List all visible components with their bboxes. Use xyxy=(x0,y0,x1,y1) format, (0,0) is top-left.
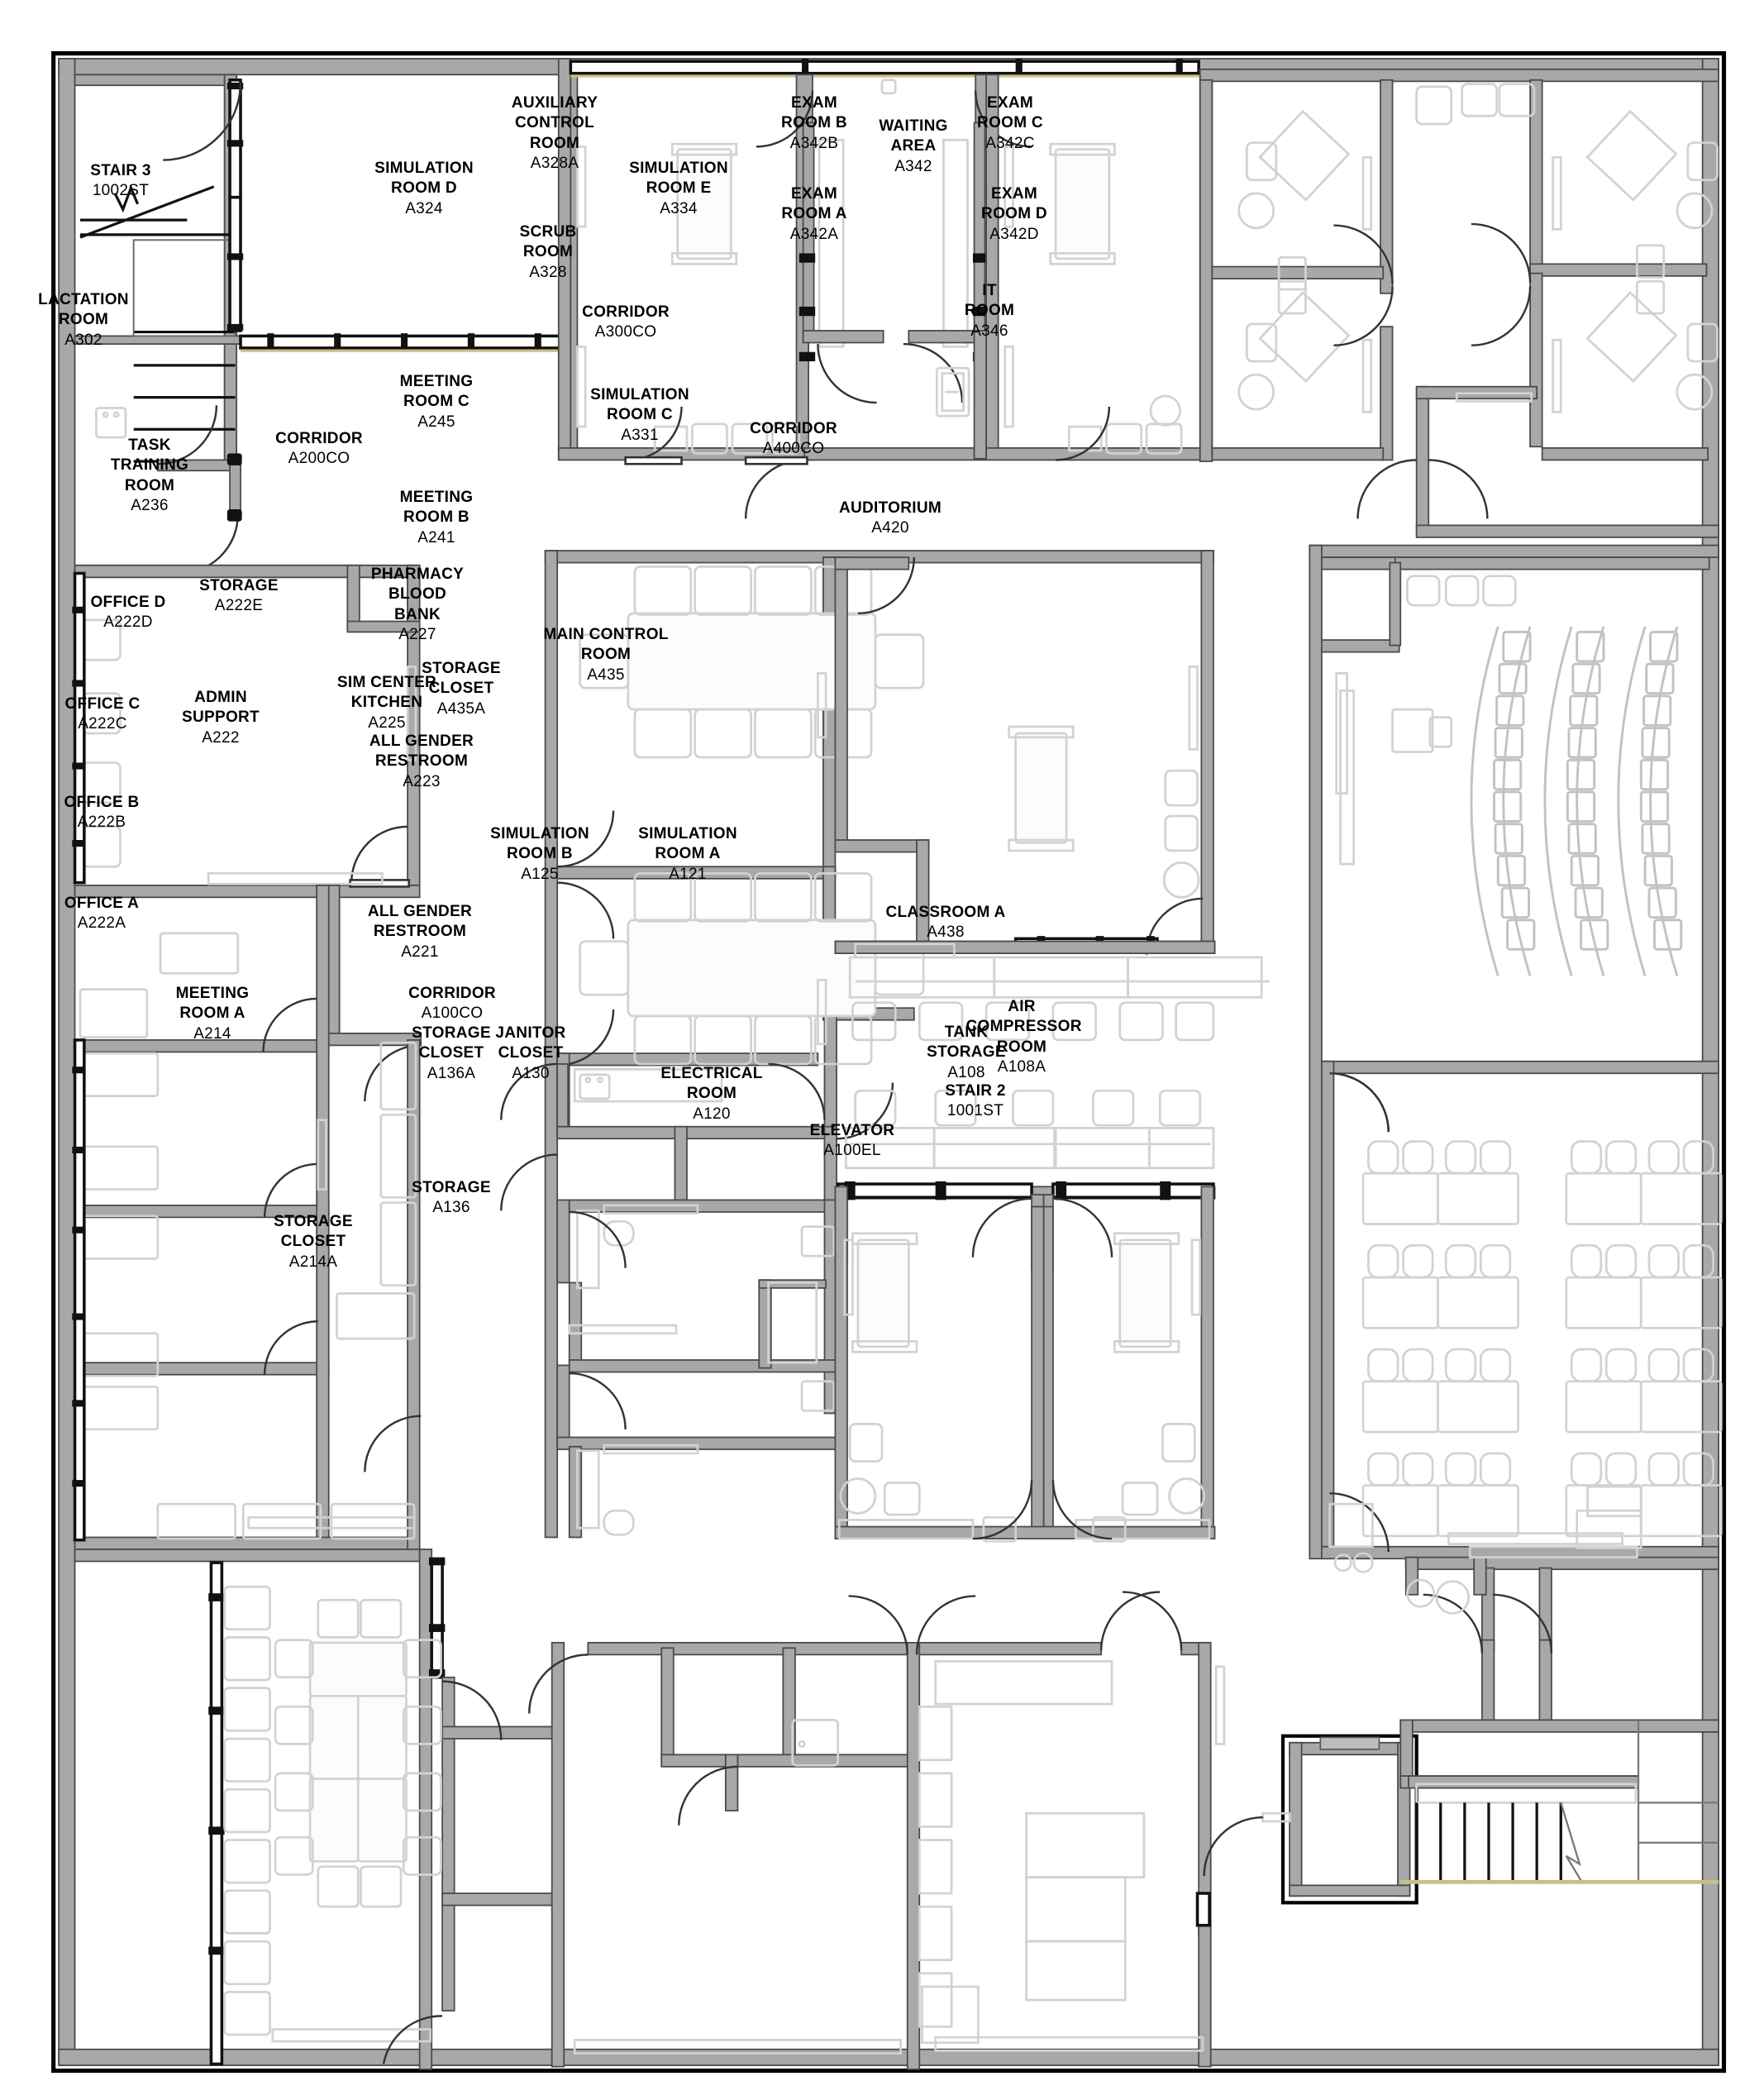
exam-b-furniture xyxy=(1237,109,1373,291)
stair3-treads xyxy=(79,184,236,463)
mechanical-zone xyxy=(1399,1545,1719,1883)
classroom-a-chairs xyxy=(1367,1140,1714,1487)
offices-zone xyxy=(72,884,422,1550)
auditorium-zone xyxy=(1320,556,1719,1133)
stair3-zone xyxy=(74,74,397,579)
support-rooms-zone xyxy=(500,1052,894,1539)
admin-storage-units xyxy=(336,1041,417,1340)
top-corridor-glass xyxy=(239,333,563,352)
waiting-chairs xyxy=(1415,83,1536,126)
exam-waiting-zone xyxy=(1199,68,1719,538)
task-training-zone xyxy=(72,564,421,899)
bottom-window-band xyxy=(1400,1879,1719,1884)
task-training-chairs xyxy=(81,618,122,868)
main-control-workstations-top xyxy=(848,943,1270,1042)
stacked-chairs xyxy=(223,1585,271,2036)
meeting-a-table xyxy=(274,1598,442,1908)
aux-control-zone xyxy=(569,58,1200,519)
main-control-workstations-bottom xyxy=(844,1089,1215,1170)
meeting-c-furniture xyxy=(579,566,925,759)
meeting-rooms-zone xyxy=(556,556,925,1158)
bottom-storage-zone xyxy=(527,1591,1226,2070)
sim-ab-zone xyxy=(834,1186,1216,1543)
classroom-a-desks xyxy=(1361,1172,1723,1538)
exam-c-furniture xyxy=(1552,109,1719,279)
storage-136-shelves xyxy=(918,1705,953,2028)
meeting-b-furniture xyxy=(579,871,925,1066)
classroom-a-zone xyxy=(1320,1060,1723,1573)
stair2-treads xyxy=(1415,1720,1719,1883)
sim-c-zone xyxy=(834,556,1216,955)
meeting-a-zone xyxy=(74,1515,564,2070)
sim-e-zone xyxy=(985,74,1213,461)
exam-a-furniture xyxy=(1237,279,1373,413)
auditorium-seating xyxy=(1470,626,1683,976)
sim-d-zone xyxy=(557,58,813,465)
elevator-zone xyxy=(1203,1734,1418,1905)
exam-d-furniture xyxy=(1552,279,1719,413)
